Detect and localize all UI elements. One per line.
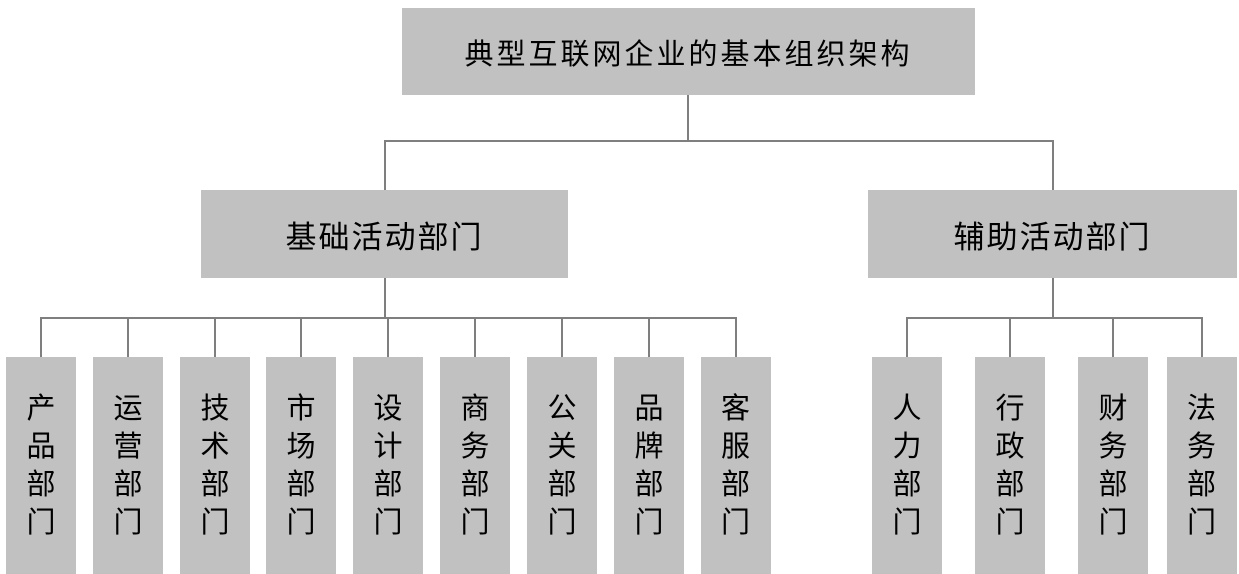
connector-line — [474, 318, 476, 357]
connector-line — [1200, 318, 1203, 357]
connector-line — [1051, 278, 1054, 318]
connector-line — [561, 318, 563, 357]
dept-node-label: 品牌部门 — [634, 392, 664, 539]
dept-node-label: 设计部门 — [373, 392, 403, 539]
connector-line — [1051, 141, 1054, 190]
dept-node-label: 财务部门 — [1098, 392, 1128, 539]
dept-node-label: 商务部门 — [460, 392, 490, 539]
connector-line — [906, 317, 1203, 319]
connector-line — [734, 318, 737, 357]
group-node-basic-activities: 基础活动部门 — [201, 190, 568, 278]
root-node: 典型互联网企业的基本组织架构 — [402, 8, 975, 95]
connector-line — [906, 318, 908, 357]
dept-node-label: 技术部门 — [200, 392, 230, 539]
dept-node: 运营部门 — [93, 357, 163, 574]
dept-node-label: 行政部门 — [995, 392, 1025, 539]
connector-line — [300, 318, 302, 357]
dept-node: 设计部门 — [353, 357, 423, 574]
dept-node: 人力部门 — [872, 357, 942, 574]
dept-node-label: 客服部门 — [720, 392, 750, 539]
dept-node: 技术部门 — [180, 357, 250, 574]
connector-line — [127, 318, 129, 357]
dept-node-label: 产品部门 — [26, 392, 56, 539]
dept-node-label: 市场部门 — [286, 392, 316, 539]
connector-line — [383, 278, 386, 318]
connector-line — [1009, 318, 1011, 357]
dept-node: 产品部门 — [6, 357, 76, 574]
connector-line — [648, 318, 650, 357]
dept-node: 财务部门 — [1078, 357, 1148, 574]
group-node-label: 辅助活动部门 — [953, 219, 1152, 255]
connector-line — [383, 141, 386, 190]
dept-node: 行政部门 — [975, 357, 1045, 574]
dept-node: 法务部门 — [1166, 357, 1237, 574]
dept-node: 市场部门 — [266, 357, 336, 574]
root-node-label: 典型互联网企业的基本组织架构 — [464, 38, 913, 71]
connector-line — [686, 95, 689, 141]
connector-line — [1112, 318, 1114, 357]
dept-node: 客服部门 — [700, 357, 771, 574]
dept-node-label: 公关部门 — [547, 392, 577, 539]
dept-node: 品牌部门 — [614, 357, 684, 574]
dept-node-label: 人力部门 — [892, 392, 922, 539]
connector-line — [40, 318, 42, 357]
group-node-label: 基础活动部门 — [285, 219, 484, 255]
dept-node: 公关部门 — [527, 357, 597, 574]
connector-line — [383, 140, 1054, 142]
connector-line — [214, 318, 216, 357]
dept-node: 商务部门 — [440, 357, 510, 574]
connector-line — [387, 318, 389, 357]
dept-node-label: 运营部门 — [113, 392, 143, 539]
dept-node-label: 法务部门 — [1186, 392, 1216, 539]
group-node-support-activities: 辅助活动部门 — [868, 190, 1237, 278]
